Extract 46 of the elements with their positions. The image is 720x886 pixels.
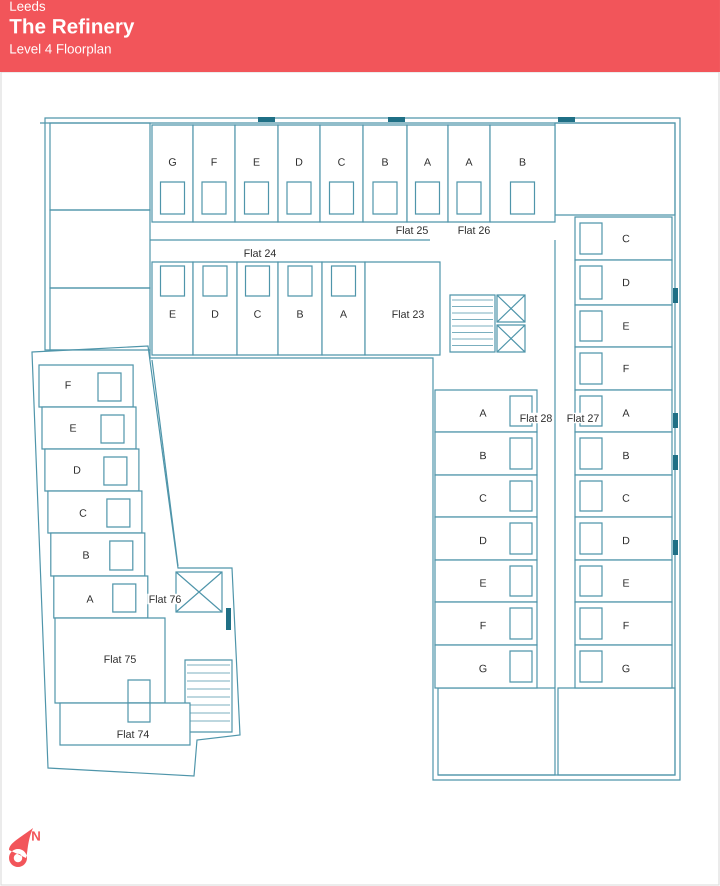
room: A [321, 261, 366, 356]
room: B [50, 532, 146, 577]
room: B [362, 124, 408, 223]
room: G [574, 644, 673, 689]
north-label: N [32, 831, 40, 841]
flat-label: Flat 27 [565, 412, 601, 424]
room: D [192, 261, 238, 356]
room: A [406, 124, 449, 223]
room: E [434, 559, 538, 603]
room: F [192, 124, 236, 223]
room: B [574, 431, 673, 476]
flat-label: Flat 26 [456, 224, 492, 236]
room: E [151, 261, 194, 356]
flat-label: Flat 25 [394, 224, 430, 236]
room: G [151, 124, 194, 223]
room: B [434, 431, 538, 476]
flat-label: Flat 28 [518, 412, 554, 424]
room: E [41, 406, 137, 450]
room: F [574, 346, 673, 391]
room: D [434, 516, 538, 561]
flat-label: Flat 24 [242, 248, 278, 258]
room: F [574, 601, 673, 646]
room: C [319, 124, 364, 223]
room: F [434, 601, 538, 646]
room: A [53, 575, 148, 619]
room: D [574, 516, 673, 561]
room: B [489, 124, 556, 223]
city-label: Leeds [10, 1, 46, 11]
room: D [574, 259, 673, 306]
room: G [434, 644, 538, 689]
subtitle: Level 4 Floorplan [10, 44, 111, 56]
room: B [277, 261, 323, 356]
room: E [574, 304, 673, 348]
room: E [234, 124, 279, 223]
room: C [574, 474, 673, 518]
room: A [447, 124, 491, 223]
room: D [277, 124, 321, 223]
room: C [434, 474, 538, 518]
room: E [574, 559, 673, 603]
title: The Refinery [10, 18, 134, 38]
room: C [574, 216, 673, 261]
room: D [44, 448, 140, 492]
room: C [47, 490, 142, 534]
room: Flat 23 [364, 261, 441, 356]
room: F [38, 364, 134, 408]
room: C [236, 261, 279, 356]
